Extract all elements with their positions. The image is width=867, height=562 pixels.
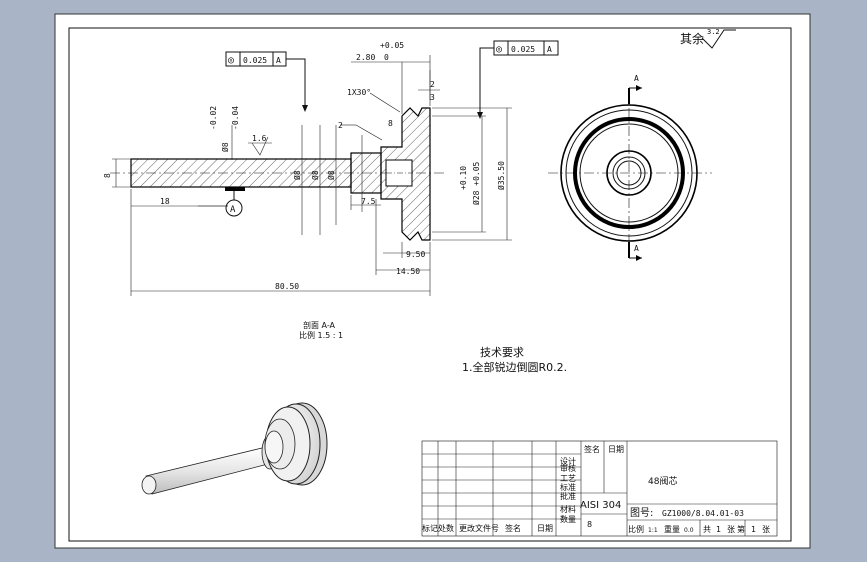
dimension-lines xyxy=(112,55,512,296)
svg-text:审核: 审核 xyxy=(560,463,576,473)
tolerance-frame-left: ◎ 0.025 A xyxy=(225,51,308,112)
svg-text:重量: 重量 xyxy=(664,524,680,534)
section-arrow-top: A xyxy=(634,74,639,83)
svg-text:处数: 处数 xyxy=(438,523,454,533)
dim-top-zero: 0 xyxy=(384,53,389,62)
front-view[interactable]: A A xyxy=(548,74,712,261)
dim-shaft-dia: Ø8 xyxy=(310,170,320,180)
dim-top-len: 2.80 xyxy=(356,53,375,62)
dim-8: 8 xyxy=(388,119,393,128)
section-scale: 比例 1.5 : 1 xyxy=(299,330,343,340)
svg-text:工艺: 工艺 xyxy=(560,474,576,483)
datum-a-label: A xyxy=(230,205,236,215)
dim-phi35: Ø35.50 xyxy=(496,161,506,190)
title-block xyxy=(421,440,778,537)
svg-text:◎: ◎ xyxy=(228,55,234,66)
svg-text:张: 张 xyxy=(727,525,735,534)
shaft-step xyxy=(350,152,382,194)
svg-text:更改文件号: 更改文件号 xyxy=(459,523,499,533)
dim-18: 18 xyxy=(160,197,170,206)
section-view[interactable]: A ◎ 0.025 A ◎ 0.025 A xyxy=(103,40,559,340)
roughness-note: 其余 3.2 xyxy=(680,28,736,49)
svg-text:第: 第 xyxy=(737,524,745,534)
svg-text:1: 1 xyxy=(751,525,756,534)
dim-2: 2 xyxy=(430,80,435,89)
drawing-border xyxy=(68,27,792,542)
dim-phi8: Ø8 xyxy=(220,142,230,152)
svg-text:签名: 签名 xyxy=(505,523,521,533)
svg-text:日期: 日期 xyxy=(537,524,553,533)
title-block-text: 签名 日期 设计 审核 工艺 标准 批准 材料 AISI 304 数量 8 48… xyxy=(422,444,770,534)
section-label: 剖面 A-A xyxy=(303,320,336,330)
dim-80-50: 80.50 xyxy=(275,282,299,291)
material-value: AISI 304 xyxy=(580,500,621,511)
svg-text:A: A xyxy=(276,56,281,65)
svg-text:1:1: 1:1 xyxy=(648,527,658,534)
dim-phi28-tol: +0.10 xyxy=(459,166,468,190)
dim-14-50: 14.50 xyxy=(396,267,420,276)
svg-text:A: A xyxy=(547,45,552,54)
svg-text:1: 1 xyxy=(716,525,721,534)
dim-left-8: 8 xyxy=(103,173,112,178)
dim-tol-bot: -0.04 xyxy=(231,106,240,130)
dim-top-tol: +0.05 xyxy=(380,41,404,50)
technical-requirements: 技术要求 1.全部锐边倒圆R0.2. xyxy=(462,346,567,374)
tech-item: 1.全部锐边倒圆R0.2. xyxy=(462,360,567,374)
svg-text:批准: 批准 xyxy=(560,491,576,501)
svg-text:0.025: 0.025 xyxy=(511,45,535,54)
dim-7-5: 7.5 xyxy=(361,197,376,206)
quantity-label: 数量 xyxy=(560,514,576,524)
dim-chamfer: 1X30° xyxy=(347,88,371,97)
svg-text:标记: 标记 xyxy=(422,523,438,533)
svg-text:签名: 签名 xyxy=(584,444,600,454)
svg-text:标准: 标准 xyxy=(560,482,576,492)
quantity-value: 8 xyxy=(587,520,592,529)
svg-text:设计: 设计 xyxy=(560,456,576,466)
roughness-symbol-value: 3.2 xyxy=(707,28,720,36)
dim-left-phi: Ø8 xyxy=(326,170,336,180)
svg-text:0.025: 0.025 xyxy=(243,56,267,65)
section-arrow-bottom: A xyxy=(634,244,639,253)
tolerance-frame-right: ◎ 0.025 A xyxy=(477,40,559,119)
svg-text:◎: ◎ xyxy=(496,44,502,55)
svg-text:张: 张 xyxy=(762,525,770,534)
isometric-view[interactable] xyxy=(141,402,328,495)
roughness-note-text: 其余 xyxy=(680,31,704,46)
svg-text:共: 共 xyxy=(703,525,711,534)
dim-r2: 2 xyxy=(338,121,343,130)
dimension-texts: 80.50 18 14.50 9.50 7.5 +0.05 2.80 0 1X3… xyxy=(103,41,506,291)
tech-title: 技术要求 xyxy=(480,346,524,359)
dim-3: 3 xyxy=(430,93,435,102)
dim-9-50: 9.50 xyxy=(406,250,425,259)
datum-a-circle xyxy=(225,199,243,217)
svg-text:日期: 日期 xyxy=(608,445,624,454)
material-label: 材料 xyxy=(560,504,576,514)
part-name: 48阀芯 xyxy=(648,475,677,487)
drawing-no: GZ1000/8.04.01-03 xyxy=(662,509,744,518)
dim-phi28: Ø28 +0.05 xyxy=(471,161,481,205)
drawing-no-label: 图号: xyxy=(630,507,653,519)
svg-text:0.0: 0.0 xyxy=(684,527,694,534)
svg-text:比例: 比例 xyxy=(628,524,644,534)
dim-surface-1-6: 1.6 xyxy=(252,134,267,143)
dim-shaft-phi: Ø8 xyxy=(292,170,302,180)
dim-tol-top: -0.02 xyxy=(209,106,218,130)
